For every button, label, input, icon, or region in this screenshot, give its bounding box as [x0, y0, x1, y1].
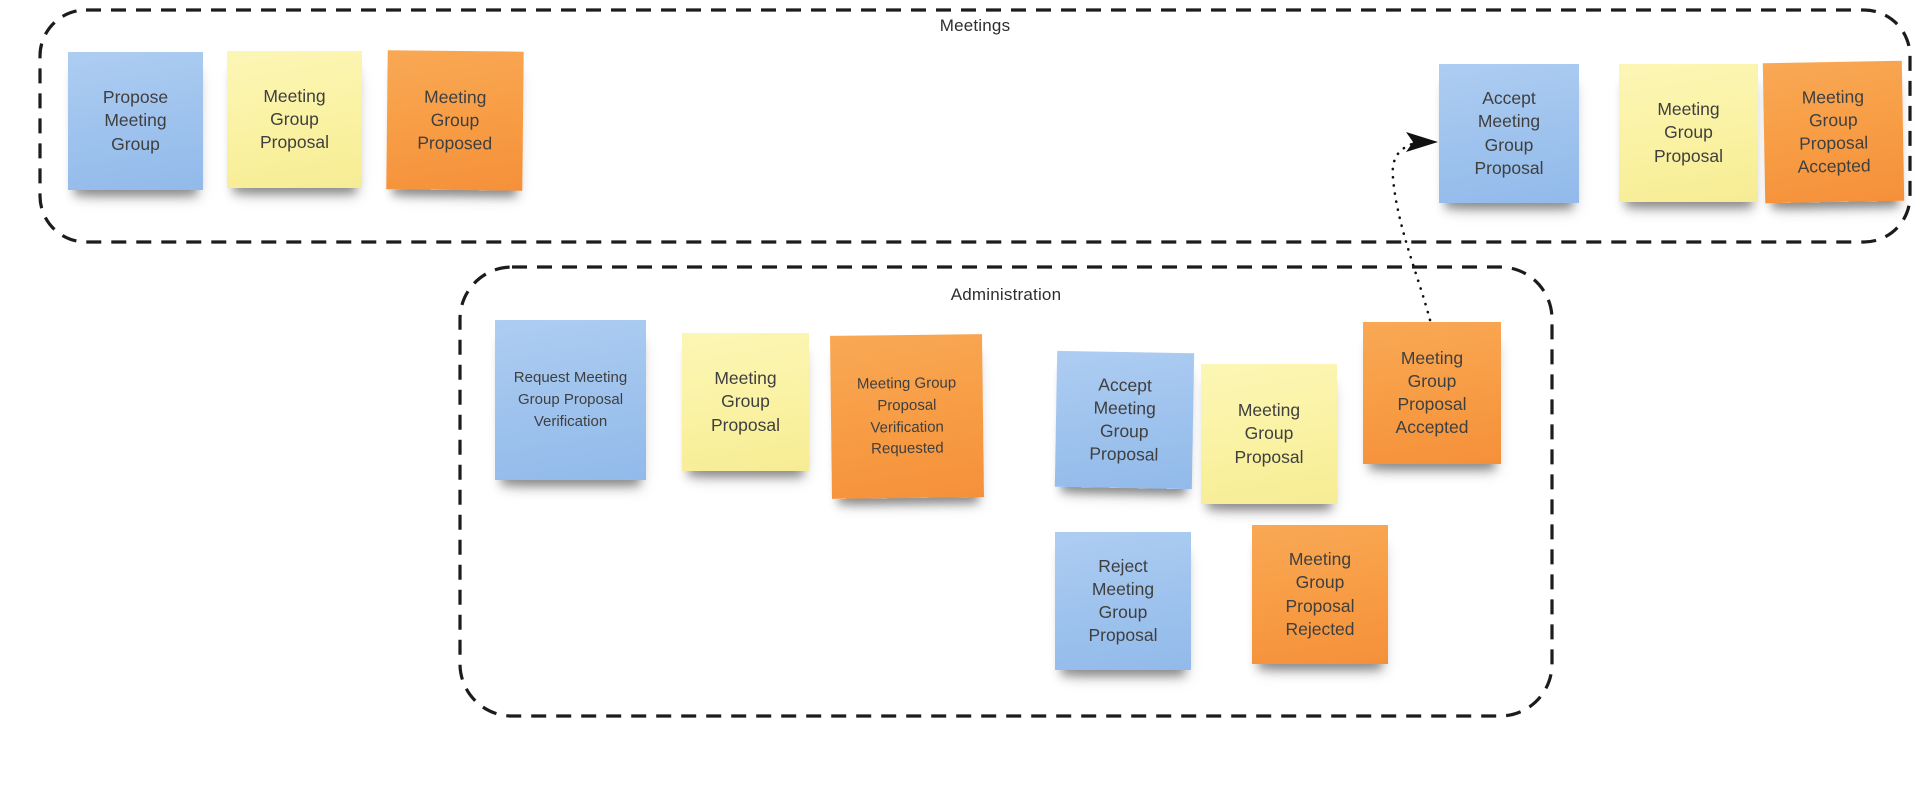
sticky-note-text: Meeting Group Proposal	[1653, 99, 1724, 166]
sticky-note-meeting-group-proposal-1[interactable]: Meeting Group Proposal	[227, 51, 362, 188]
frame-title-administration: Administration	[950, 285, 1062, 304]
sticky-note-meeting-group-proposal-accepted-admin[interactable]: Meeting Group Proposal Accepted	[1363, 322, 1501, 464]
sticky-note-text: Reject Meeting Group Proposal	[1088, 555, 1158, 646]
connector-arrow[interactable]	[1391, 132, 1438, 322]
sticky-note-accept-meeting-group-proposal-admin[interactable]: Accept Meeting Group Proposal	[1054, 350, 1195, 490]
sticky-note-text: Request Meeting Group Proposal Verificat…	[513, 369, 628, 430]
sticky-note-text: Propose Meeting Group	[102, 87, 169, 154]
sticky-note-text: Meeting Group Proposal Accepted	[1797, 86, 1871, 177]
sticky-note-meeting-group-proposal-3[interactable]: Meeting Group Proposal	[682, 333, 809, 471]
sticky-note-meeting-group-proposal-rejected[interactable]: Meeting Group Proposal Rejected	[1252, 525, 1388, 664]
sticky-note-meeting-group-proposed[interactable]: Meeting Group Proposed	[386, 50, 524, 191]
sticky-note-text: Meeting Group Proposal	[710, 368, 781, 435]
sticky-note-text: Meeting Group Proposal Accepted	[1395, 347, 1469, 438]
sticky-note-accept-meeting-group-proposal-meetings[interactable]: Accept Meeting Group Proposal	[1439, 64, 1579, 203]
sticky-note-meeting-group-proposal-verification-requested[interactable]: Meeting Group Proposal Verification Requ…	[830, 334, 984, 499]
sticky-note-text: Accept Meeting Group Proposal	[1089, 374, 1159, 465]
frame-meetings[interactable]	[38, 8, 1912, 244]
connector-dotted-line	[1391, 142, 1432, 322]
sticky-note-request-meeting-group-proposal-verification[interactable]: Request Meeting Group Proposal Verificat…	[495, 320, 646, 480]
sticky-note-propose-meeting-group[interactable]: Propose Meeting Group	[68, 52, 203, 190]
sticky-note-text: Accept Meeting Group Proposal	[1474, 88, 1544, 178]
sticky-note-meeting-group-proposal-2[interactable]: Meeting Group Proposal	[1619, 64, 1758, 202]
sticky-note-text: Meeting Group Proposal	[1234, 400, 1304, 467]
sticky-note-text: Meeting Group Proposed	[417, 86, 493, 154]
sticky-note-meeting-group-proposal-accepted-meetings[interactable]: Meeting Group Proposal Accepted	[1762, 60, 1905, 204]
frame-administration[interactable]	[458, 265, 1554, 718]
sticky-note-meeting-group-proposal-4[interactable]: Meeting Group Proposal	[1201, 364, 1337, 504]
sticky-note-reject-meeting-group-proposal[interactable]: Reject Meeting Group Proposal	[1055, 532, 1191, 670]
frame-title-meetings: Meetings	[939, 16, 1011, 35]
sticky-note-text: Meeting Group Proposal	[259, 85, 330, 153]
connector-arrowhead	[1406, 132, 1438, 152]
sticky-note-text: Meeting Group Proposal Verification Requ…	[856, 374, 957, 458]
sticky-note-text: Meeting Group Proposal Rejected	[1285, 549, 1355, 639]
